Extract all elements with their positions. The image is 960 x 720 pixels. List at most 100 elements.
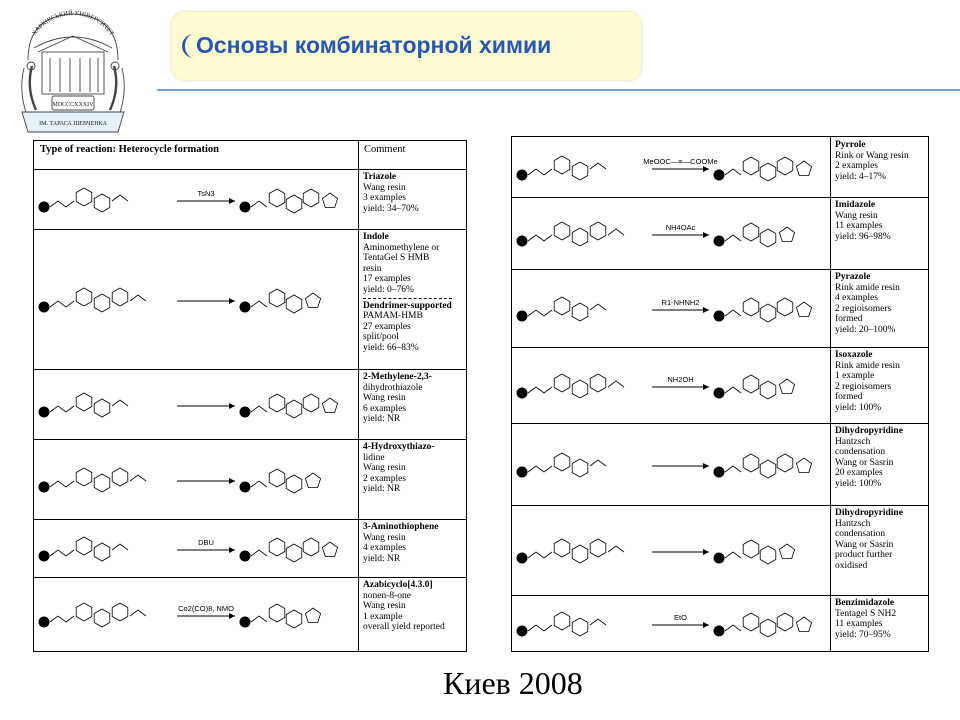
reactant-chain xyxy=(607,545,625,553)
product-linker xyxy=(250,549,268,557)
comment-line: 27 examples xyxy=(363,321,411,332)
comment-line: TentaGel S HMB xyxy=(363,253,430,264)
product-ring xyxy=(776,453,794,473)
product-ring xyxy=(759,228,777,248)
reaction-scheme-drawing xyxy=(38,287,322,314)
comment-line: yield: 0–76% xyxy=(363,284,414,295)
comment-line: yield: 4–17% xyxy=(835,171,886,182)
comment-line: 2 regioisomers xyxy=(835,381,892,392)
reactant-ring xyxy=(571,458,589,478)
reactant-ring xyxy=(553,373,571,393)
product-ring xyxy=(285,474,303,494)
linker-bond xyxy=(49,405,75,413)
reactant-ring xyxy=(571,379,589,399)
title-box: Основы комбинаторной химии xyxy=(172,12,641,80)
comment-line: Wang resin xyxy=(835,210,878,221)
comment-line: Rink amide resin xyxy=(835,360,900,371)
product-ring xyxy=(268,288,286,308)
comment-line: 2 examples xyxy=(835,161,879,172)
reaction-scheme xyxy=(34,229,359,369)
comment-line: yield: NR xyxy=(363,414,401,425)
heterocycle-ring xyxy=(795,616,813,632)
comment-line: Tentagel S NH2 xyxy=(835,608,897,619)
reaction-scheme-drawing xyxy=(516,452,813,479)
product-ring xyxy=(285,194,303,214)
heterocycle-name: Indole xyxy=(363,232,389,242)
comment-line: 4 examples xyxy=(835,293,879,304)
svg-text:ХАРКІВСЬКИЙ УНІВЕРСИТЕТ: ХАРКІВСЬКИЙ УНІВЕРСИТЕТ xyxy=(31,9,115,37)
heterocycle-ring xyxy=(304,472,322,488)
reactant-ring xyxy=(553,155,571,175)
product-ring xyxy=(759,380,777,400)
reactant-ring xyxy=(571,227,589,247)
logo-top-text: ХАРКІВСЬКИЙ УНІВЕРСИТЕТ xyxy=(31,9,115,37)
resin-bead-start xyxy=(516,235,528,247)
heterocycle-ring xyxy=(795,457,813,473)
reagent-label: TsN3 xyxy=(197,189,214,198)
heterocycle-ring xyxy=(778,226,796,242)
reaction-scheme: NH4OAc xyxy=(512,197,831,269)
reactant-ring xyxy=(571,302,589,322)
comment-line: Wang or Sasrin xyxy=(835,539,894,550)
comment-line: 4 examples xyxy=(363,543,407,554)
heterocycle-ring xyxy=(321,192,339,208)
product-linker xyxy=(724,309,742,317)
logo-plaque-text: MDCCCXXXIV xyxy=(52,102,94,108)
reaction-scheme xyxy=(34,369,359,439)
heterocycle-name: Dihydropyridine xyxy=(835,508,903,518)
reactant-ring xyxy=(111,287,129,307)
reactant-chain xyxy=(111,543,129,551)
university-logo: ХАРКІВСЬКИЙ УНІВЕРСИТЕТ MDCCCXXXIV ІМ. Т… xyxy=(21,9,125,133)
reactant-chain xyxy=(589,618,607,626)
reaction-arrowhead xyxy=(703,166,709,172)
reaction-scheme-drawing: EtO xyxy=(516,611,813,638)
reaction-scheme xyxy=(512,423,831,505)
linker-bond xyxy=(49,549,75,557)
reactant-chain xyxy=(129,474,147,482)
reactant-chain xyxy=(607,228,625,236)
reactant-ring xyxy=(553,221,571,241)
comment-line: yield: 34–70% xyxy=(363,203,419,214)
resin-bead-start xyxy=(516,552,528,564)
reactant-ring xyxy=(93,608,111,628)
reactant-ring xyxy=(93,542,111,562)
heterocycle-ring xyxy=(795,301,813,317)
comment-line: condensation xyxy=(835,447,886,458)
reaction-scheme: DBU xyxy=(34,519,359,577)
product-linker xyxy=(250,480,268,488)
product-ring xyxy=(268,537,286,557)
product-ring xyxy=(742,374,760,394)
reagent-label: R1-NHNH2 xyxy=(662,298,700,307)
reaction-arrowhead xyxy=(703,549,709,555)
product-ring xyxy=(285,609,303,629)
header-divider xyxy=(157,89,960,91)
comment-line: Wang resin xyxy=(363,182,406,193)
comment-line: yield: 96–98% xyxy=(835,231,891,242)
heterocycle-ring xyxy=(304,607,322,623)
reactant-ring xyxy=(589,538,607,558)
resin-bead-start xyxy=(516,466,528,478)
comment-line: PAMAM-HMB xyxy=(363,311,423,322)
reaction-scheme-drawing: TsN3 xyxy=(38,187,339,214)
reagent-label: NH4OAc xyxy=(666,223,696,232)
reactant-chain xyxy=(111,399,129,407)
reaction-arrowhead xyxy=(229,298,235,304)
product-linker xyxy=(250,615,268,623)
product-linker xyxy=(724,386,742,394)
reactant-chain xyxy=(111,194,129,202)
linker-bond xyxy=(49,615,75,623)
comment-line: 1 example xyxy=(835,371,875,382)
comment-line: 3 examples xyxy=(363,193,407,204)
comment-line: 6 examples xyxy=(363,403,407,414)
heterocycle-name: Triazole xyxy=(363,172,397,182)
comment-line: yield: 20–100% xyxy=(835,324,896,335)
